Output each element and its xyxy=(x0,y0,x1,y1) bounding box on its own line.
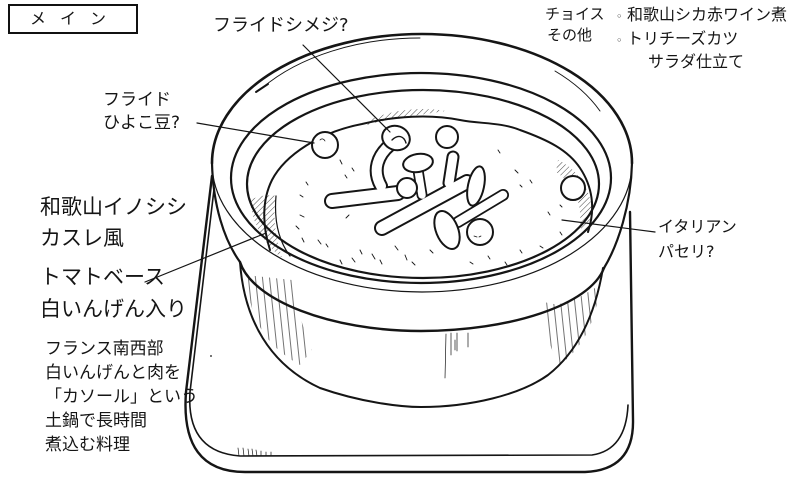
stew-surface-edge-inner xyxy=(274,195,291,257)
callout-line-parsley xyxy=(561,219,656,233)
label-base-line2: 白いんげん入り xyxy=(40,297,187,321)
label-fried-shimeji: フライドシメジ? xyxy=(213,15,349,36)
pot-body-strokes xyxy=(444,332,469,379)
chickpea xyxy=(466,218,494,246)
pot-body-shading-right xyxy=(540,285,600,365)
dish-name-line1: 和歌山イノシシ xyxy=(40,195,187,219)
tray-mark xyxy=(210,355,212,357)
description-line: 「カソール」という xyxy=(45,387,198,407)
choice-item-text: 和歌山シカ赤ワイン煮 xyxy=(627,5,788,24)
choices-label-line1: チョイス xyxy=(545,5,605,23)
bullet-icon: ◦ xyxy=(616,10,623,23)
pot-rim-highlight-left-mark xyxy=(255,83,269,93)
description-line: 土鍋で長時間 xyxy=(45,411,147,431)
pot-body-outline xyxy=(239,261,604,408)
choice-item-text-cont: サラダ仕立て xyxy=(648,52,745,71)
chickpea xyxy=(560,175,586,201)
pot-body-shading-left xyxy=(246,275,312,365)
mushroom-stem xyxy=(414,166,426,199)
tray-hatching xyxy=(237,447,272,457)
mushroom-stem xyxy=(376,176,473,234)
choices-label-line2: その他 xyxy=(547,26,593,44)
pot-rim-outer-top xyxy=(210,32,634,165)
description-line: 煮込む料理 xyxy=(45,435,130,455)
label-base-line1: トマトベース xyxy=(40,265,165,289)
description-line: フランス南西部 xyxy=(45,339,164,359)
callout-line-tomato-base xyxy=(144,232,267,283)
section-title: メイン xyxy=(30,9,121,28)
section-title-box: メイン xyxy=(8,4,138,34)
dish-name-line2: カスレ風 xyxy=(40,226,124,250)
callout-lines xyxy=(144,44,656,283)
description-line: 白いんげんと肉を xyxy=(45,363,181,383)
shadow-hatch-top xyxy=(362,108,446,126)
pot-rim-highlight-right xyxy=(554,70,601,112)
bullet-icon: ◦ xyxy=(616,34,623,47)
label-fried-chickpea-line1: フライド xyxy=(103,90,171,110)
chickpea xyxy=(435,125,459,149)
label-fried-chickpea-line2: ひよこ豆? xyxy=(103,113,181,133)
mushroom-cap xyxy=(466,165,486,207)
mushroom-stem xyxy=(453,190,508,227)
choice-item-text: トリチーズカツ xyxy=(627,29,739,48)
mushroom-cap xyxy=(402,152,434,174)
shadow-hatch-left xyxy=(250,195,282,258)
tray-inner-edge xyxy=(188,180,629,457)
mushroom-stem xyxy=(326,187,404,207)
chickpea xyxy=(396,177,418,199)
callout-line-chickpea xyxy=(196,122,315,144)
mushroom-stem xyxy=(444,152,458,188)
stew-surface-edge xyxy=(263,115,594,251)
mushroom-cap xyxy=(433,210,461,250)
pot-rim-band-bottom xyxy=(238,260,606,333)
chickpea xyxy=(311,131,339,159)
label-italian-parsley-line2: パセリ? xyxy=(658,242,715,261)
pot-rim-highlight xyxy=(261,37,421,89)
pot-rim-outer-front xyxy=(211,162,633,293)
callout-line-shimeji xyxy=(302,44,391,133)
label-italian-parsley-line1: イタリアン xyxy=(658,217,737,236)
garnish xyxy=(311,124,586,250)
